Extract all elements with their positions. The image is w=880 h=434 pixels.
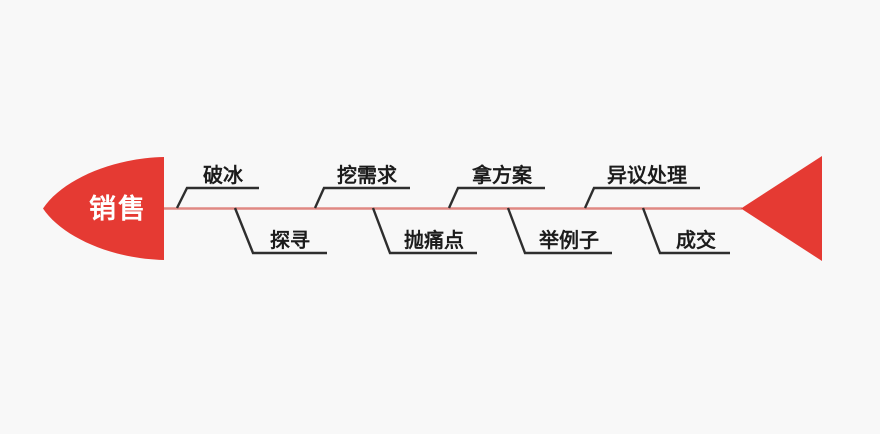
- fish-head-label: 销售: [89, 193, 147, 224]
- branch-bottom-1: 探寻: [233, 207, 327, 255]
- branch-label: 异议处理: [607, 163, 687, 187]
- branch-line: [583, 186, 700, 209]
- branch-top-2: 挖需求: [313, 163, 410, 209]
- fish-head-shape: [43, 157, 164, 260]
- branch-bottom-3: 举例子: [506, 207, 612, 255]
- branch-line: [371, 207, 477, 255]
- branch-bottom-2: 抛痛点: [371, 207, 477, 255]
- branch-line: [233, 207, 327, 255]
- branch-line: [447, 186, 545, 209]
- branch-line: [506, 207, 612, 255]
- branch-label: 破冰: [203, 164, 244, 187]
- branch-label: 探寻: [270, 229, 310, 252]
- branch-top-4: 异议处理: [583, 163, 700, 209]
- branch-line: [641, 207, 730, 255]
- branch-label: 抛痛点: [404, 228, 464, 252]
- branch-line: [313, 186, 410, 209]
- branch-label: 挖需求: [337, 163, 398, 187]
- branch-top-1: 破冰: [175, 164, 259, 209]
- fish-tail-triangle: [741, 156, 822, 261]
- branch-top-3: 拿方案: [447, 163, 545, 209]
- branch-label: 举例子: [538, 228, 599, 252]
- branch-line: [175, 186, 259, 209]
- branch-label: 拿方案: [471, 163, 533, 187]
- branch-label: 成交: [676, 228, 716, 252]
- branch-bottom-4: 成交: [641, 207, 730, 255]
